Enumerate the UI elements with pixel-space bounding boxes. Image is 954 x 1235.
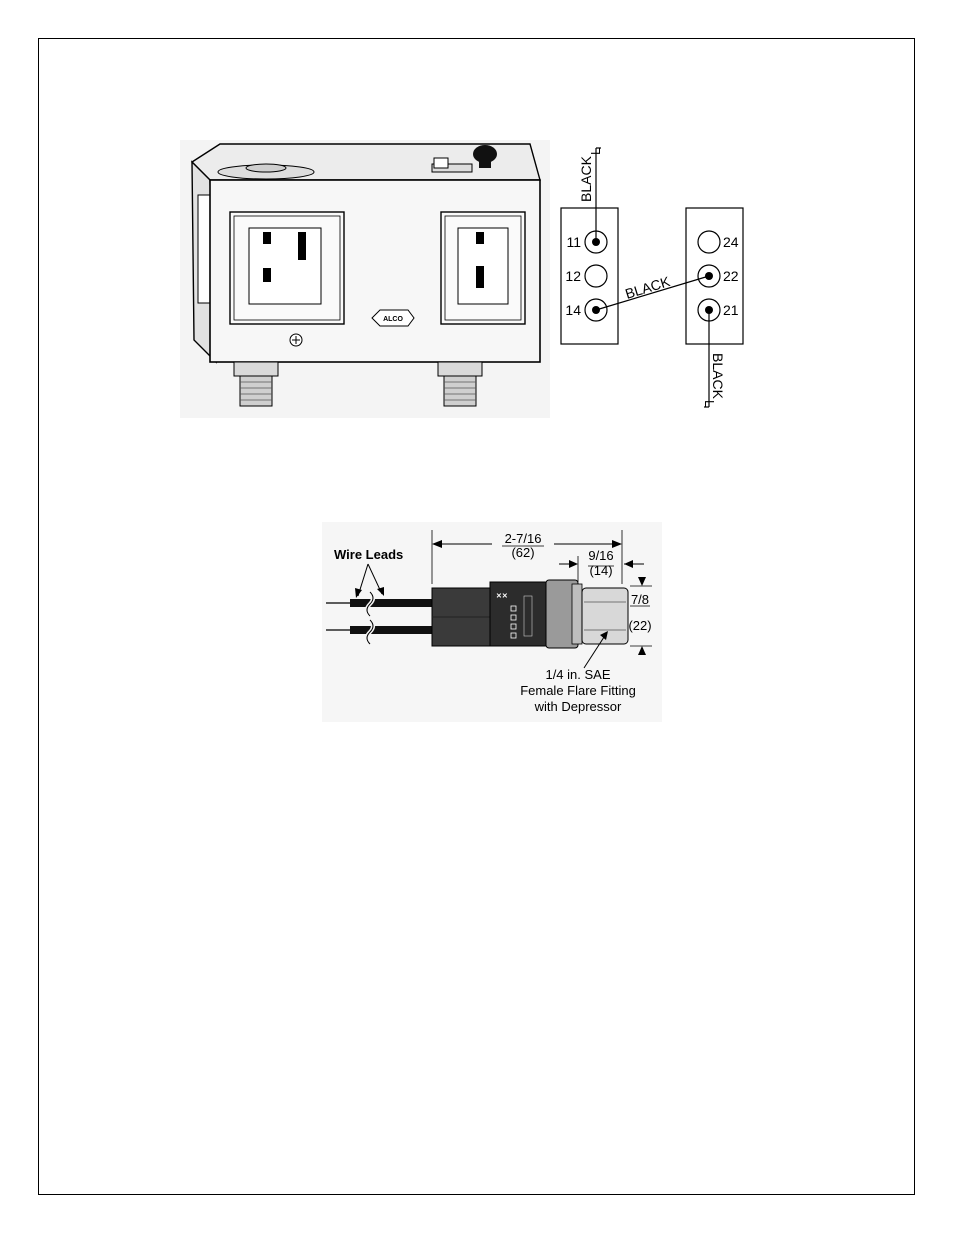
wire-leads-label: Wire Leads (334, 547, 403, 562)
dim-overall-mm-label: (62) (511, 545, 534, 560)
terminal-label-11: 11 (566, 234, 581, 250)
page-border (38, 38, 915, 1195)
wire-jumper (595, 275, 710, 311)
wire-label-jumper: BLACK (623, 273, 672, 302)
dim-hex-label: 7/8 (631, 592, 649, 607)
dim-hex-mm-label: (22) (628, 618, 651, 633)
wire-label-right-bottom: BLACK (710, 353, 726, 400)
fitting-label-line1: 1/4 in. SAE (545, 667, 610, 682)
sensor-housing (489, 581, 547, 647)
pressure-switch-illustration: ALCO (180, 140, 550, 418)
dim-overall-label: 2-7/16 (505, 531, 542, 546)
fitting-label-line3: with Depressor (534, 699, 622, 714)
transducer-dimension-drawing: ✕✕ Wire Leads 2-7/16 (62) 9/16 (14) 7/8 … (322, 522, 662, 722)
terminal-12 (584, 264, 608, 288)
fitting-label-line2: Female Flare Fitting (520, 683, 636, 698)
dim-fitting-label: 9/16 (588, 548, 613, 563)
svg-text:✕✕: ✕✕ (496, 593, 508, 600)
terminal-label-24: 24 (723, 234, 739, 250)
terminal-label-14: 14 (565, 302, 581, 318)
terminal-label-22: 22 (723, 268, 739, 284)
line-label-left: L (588, 148, 603, 155)
logo-text: ALCO (383, 316, 403, 323)
terminal-wiring-diagram: 11 12 14 24 22 21 BLACK L BLACK BLACK L (560, 147, 744, 408)
terminal-label-21: 21 (723, 302, 739, 318)
dim-fitting-mm-label: (14) (589, 563, 612, 578)
line-label-right: L (702, 400, 717, 407)
terminal-24 (697, 230, 721, 254)
terminal-label-12: 12 (565, 268, 581, 284)
wire-label-left-top: BLACK (578, 155, 594, 202)
